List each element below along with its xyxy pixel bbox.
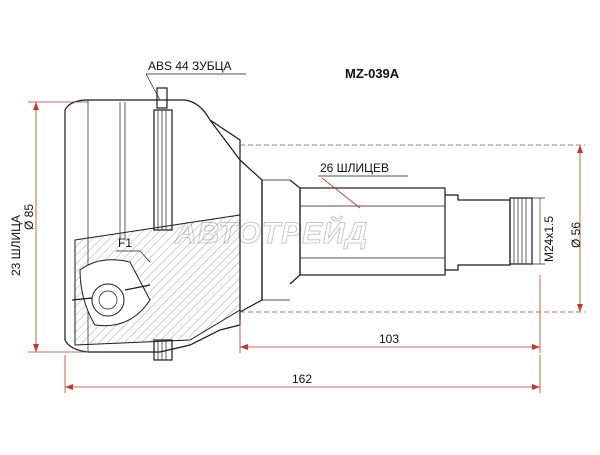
outer-splines-label: 23 ШЛИЦА bbox=[9, 215, 23, 276]
shaft-splines-callout: 26 ШЛИЦЕВ bbox=[318, 161, 408, 209]
outer-housing bbox=[64, 99, 241, 353]
shaft-stub bbox=[445, 194, 511, 271]
neck-taper bbox=[209, 119, 241, 160]
abs-tooth-top bbox=[156, 87, 168, 109]
abs-callout-label: ABS 44 ЗУБЦА bbox=[148, 59, 232, 73]
length-103-label: 103 bbox=[379, 332, 399, 346]
ball-inner bbox=[98, 290, 118, 310]
abs-callout: ABS 44 ЗУБЦА bbox=[145, 59, 246, 101]
ball-bearing bbox=[91, 283, 125, 317]
shaft-splines-label: 26 ШЛИЦЕВ bbox=[320, 161, 389, 175]
length-162-label: 162 bbox=[292, 372, 312, 386]
abs-ring bbox=[153, 109, 173, 231]
splined-shaft bbox=[299, 187, 446, 276]
thread-label: M24x1.5 bbox=[542, 216, 556, 262]
dimension-lines bbox=[28, 101, 585, 393]
f1-callout: F1 bbox=[116, 236, 151, 263]
f1-label: F1 bbox=[118, 236, 132, 250]
part-number-title: MZ-039A bbox=[345, 66, 400, 81]
shaft-diameter-label: Ø 56 bbox=[569, 222, 583, 248]
outer-diameter-label: Ø 85 bbox=[22, 204, 36, 230]
cv-joint-outline bbox=[64, 87, 533, 361]
cage-lines bbox=[71, 284, 151, 301]
thread-section bbox=[509, 197, 533, 265]
